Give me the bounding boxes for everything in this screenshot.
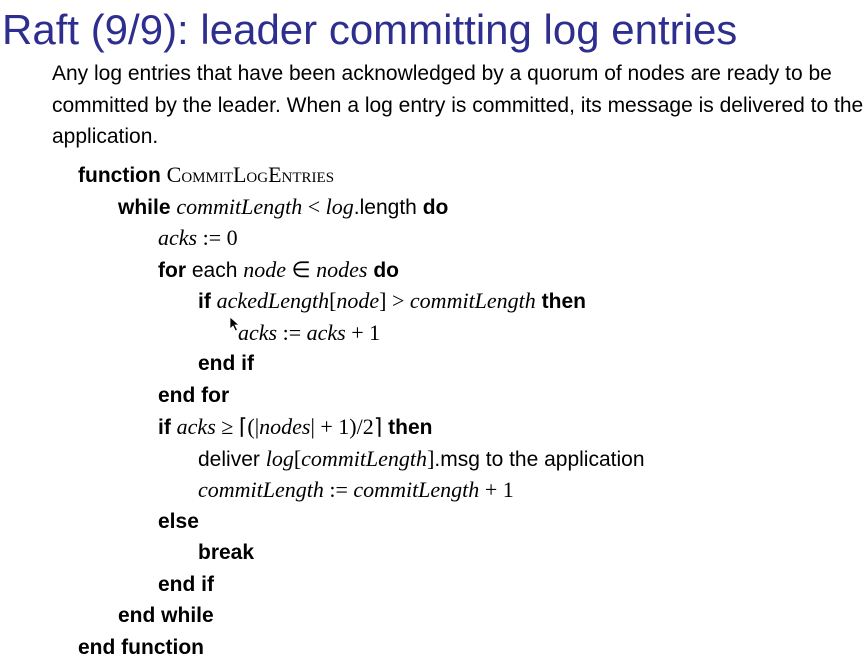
op-less-than: < — [302, 193, 326, 219]
slide-title: Raft (9/9): leader committing log entrie… — [2, 6, 738, 53]
assign-zero: := 0 — [197, 225, 238, 250]
algo-line-end-if-2: end if — [78, 569, 645, 601]
keyword-for: for — [158, 258, 186, 282]
algo-line-break: break — [78, 537, 645, 569]
var-nodes: nodes — [259, 414, 311, 439]
keyword-else: else — [158, 509, 199, 533]
keyword-if: if — [158, 416, 171, 439]
var-commit-length: commitLength — [353, 477, 480, 502]
mouse-pointer-icon — [229, 316, 241, 332]
op-plus-one: + 1 — [345, 319, 381, 345]
algo-line-acks-increment: acks := acks + 1 — [78, 317, 645, 349]
algo-line-while: while commitLength < log.length do — [78, 191, 645, 223]
var-acks: acks — [158, 225, 198, 250]
algo-line-acks-init: acks := 0 — [78, 222, 645, 254]
text-length: .length — [353, 195, 417, 219]
algo-line-deliver: deliver log[commitLength].msg to the app… — [78, 443, 645, 475]
keyword-end-if: end if — [158, 572, 214, 596]
op-plus-one: + 1 — [479, 477, 514, 502]
var-commit-length: commitLength — [198, 477, 324, 502]
keyword-do: do — [422, 195, 449, 219]
keyword-do: do — [373, 258, 399, 282]
var-log: log — [325, 193, 354, 219]
keyword-end-for: end for — [158, 383, 230, 407]
var-acks: acks — [176, 414, 216, 439]
op-element-of: ∈ — [286, 256, 317, 282]
algo-line-commit-increment: commitLength := commitLength + 1 — [78, 474, 645, 506]
algo-line-end-for: end for — [78, 380, 645, 412]
text-deliver: deliver — [198, 447, 260, 471]
bracket-close: ] — [427, 445, 435, 471]
var-node: node — [336, 288, 380, 313]
algo-line-if-quorum: if acks ≥ ⌈(|nodes| + 1)/2⌉ then — [78, 411, 645, 443]
keyword-end-function: end function — [78, 635, 204, 659]
var-commit-length: commitLength — [176, 193, 303, 219]
keyword-end-while: end while — [118, 604, 214, 627]
text-each: each — [191, 258, 238, 282]
algo-line-end-if: end if — [78, 348, 645, 380]
quorum-expression: | + 1)/2⌉ — [310, 414, 383, 439]
bracket-open: [ — [293, 445, 302, 471]
keyword-while: while — [118, 195, 171, 219]
op-greater-than: > — [386, 288, 410, 313]
bracket-close: ] — [379, 288, 387, 313]
function-name: CommitLogEntries — [166, 162, 335, 187]
algo-line-function: function CommitLogEntries — [78, 159, 645, 191]
algo-line-else: else — [78, 506, 645, 538]
intro-paragraph: Any log entries that have been acknowled… — [52, 62, 864, 148]
bracket-open: [ — [329, 288, 337, 313]
var-commit-length: commitLength — [301, 445, 428, 471]
keyword-end-if: end if — [198, 352, 254, 375]
var-nodes: nodes — [316, 256, 368, 282]
keyword-then: then — [388, 416, 433, 439]
text-msg-to-application: .msg to the application — [434, 447, 645, 471]
var-acked-length: ackedLength — [216, 288, 330, 313]
var-acks: acks — [238, 319, 278, 345]
op-assign: := — [277, 319, 307, 345]
algo-line-if-acked: if ackedLength[node] > commitLength then — [78, 285, 645, 317]
keyword-if: if — [198, 290, 211, 313]
algorithm-block: function CommitLogEntries while commitLe… — [78, 159, 645, 663]
keyword-function: function — [78, 164, 161, 187]
keyword-break: break — [198, 541, 255, 564]
var-log: log — [265, 445, 294, 471]
var-commit-length: commitLength — [409, 288, 536, 313]
op-geq-ceil: ≥ ⌈(| — [215, 414, 260, 439]
algo-line-end-while: end while — [78, 600, 645, 632]
algo-line-end-function: end function — [78, 632, 645, 664]
op-assign: := — [323, 477, 354, 502]
algo-line-for: for each node ∈ nodes do — [78, 254, 645, 286]
keyword-then: then — [541, 290, 586, 313]
var-node: node — [243, 256, 286, 282]
var-acks: acks — [306, 319, 346, 345]
